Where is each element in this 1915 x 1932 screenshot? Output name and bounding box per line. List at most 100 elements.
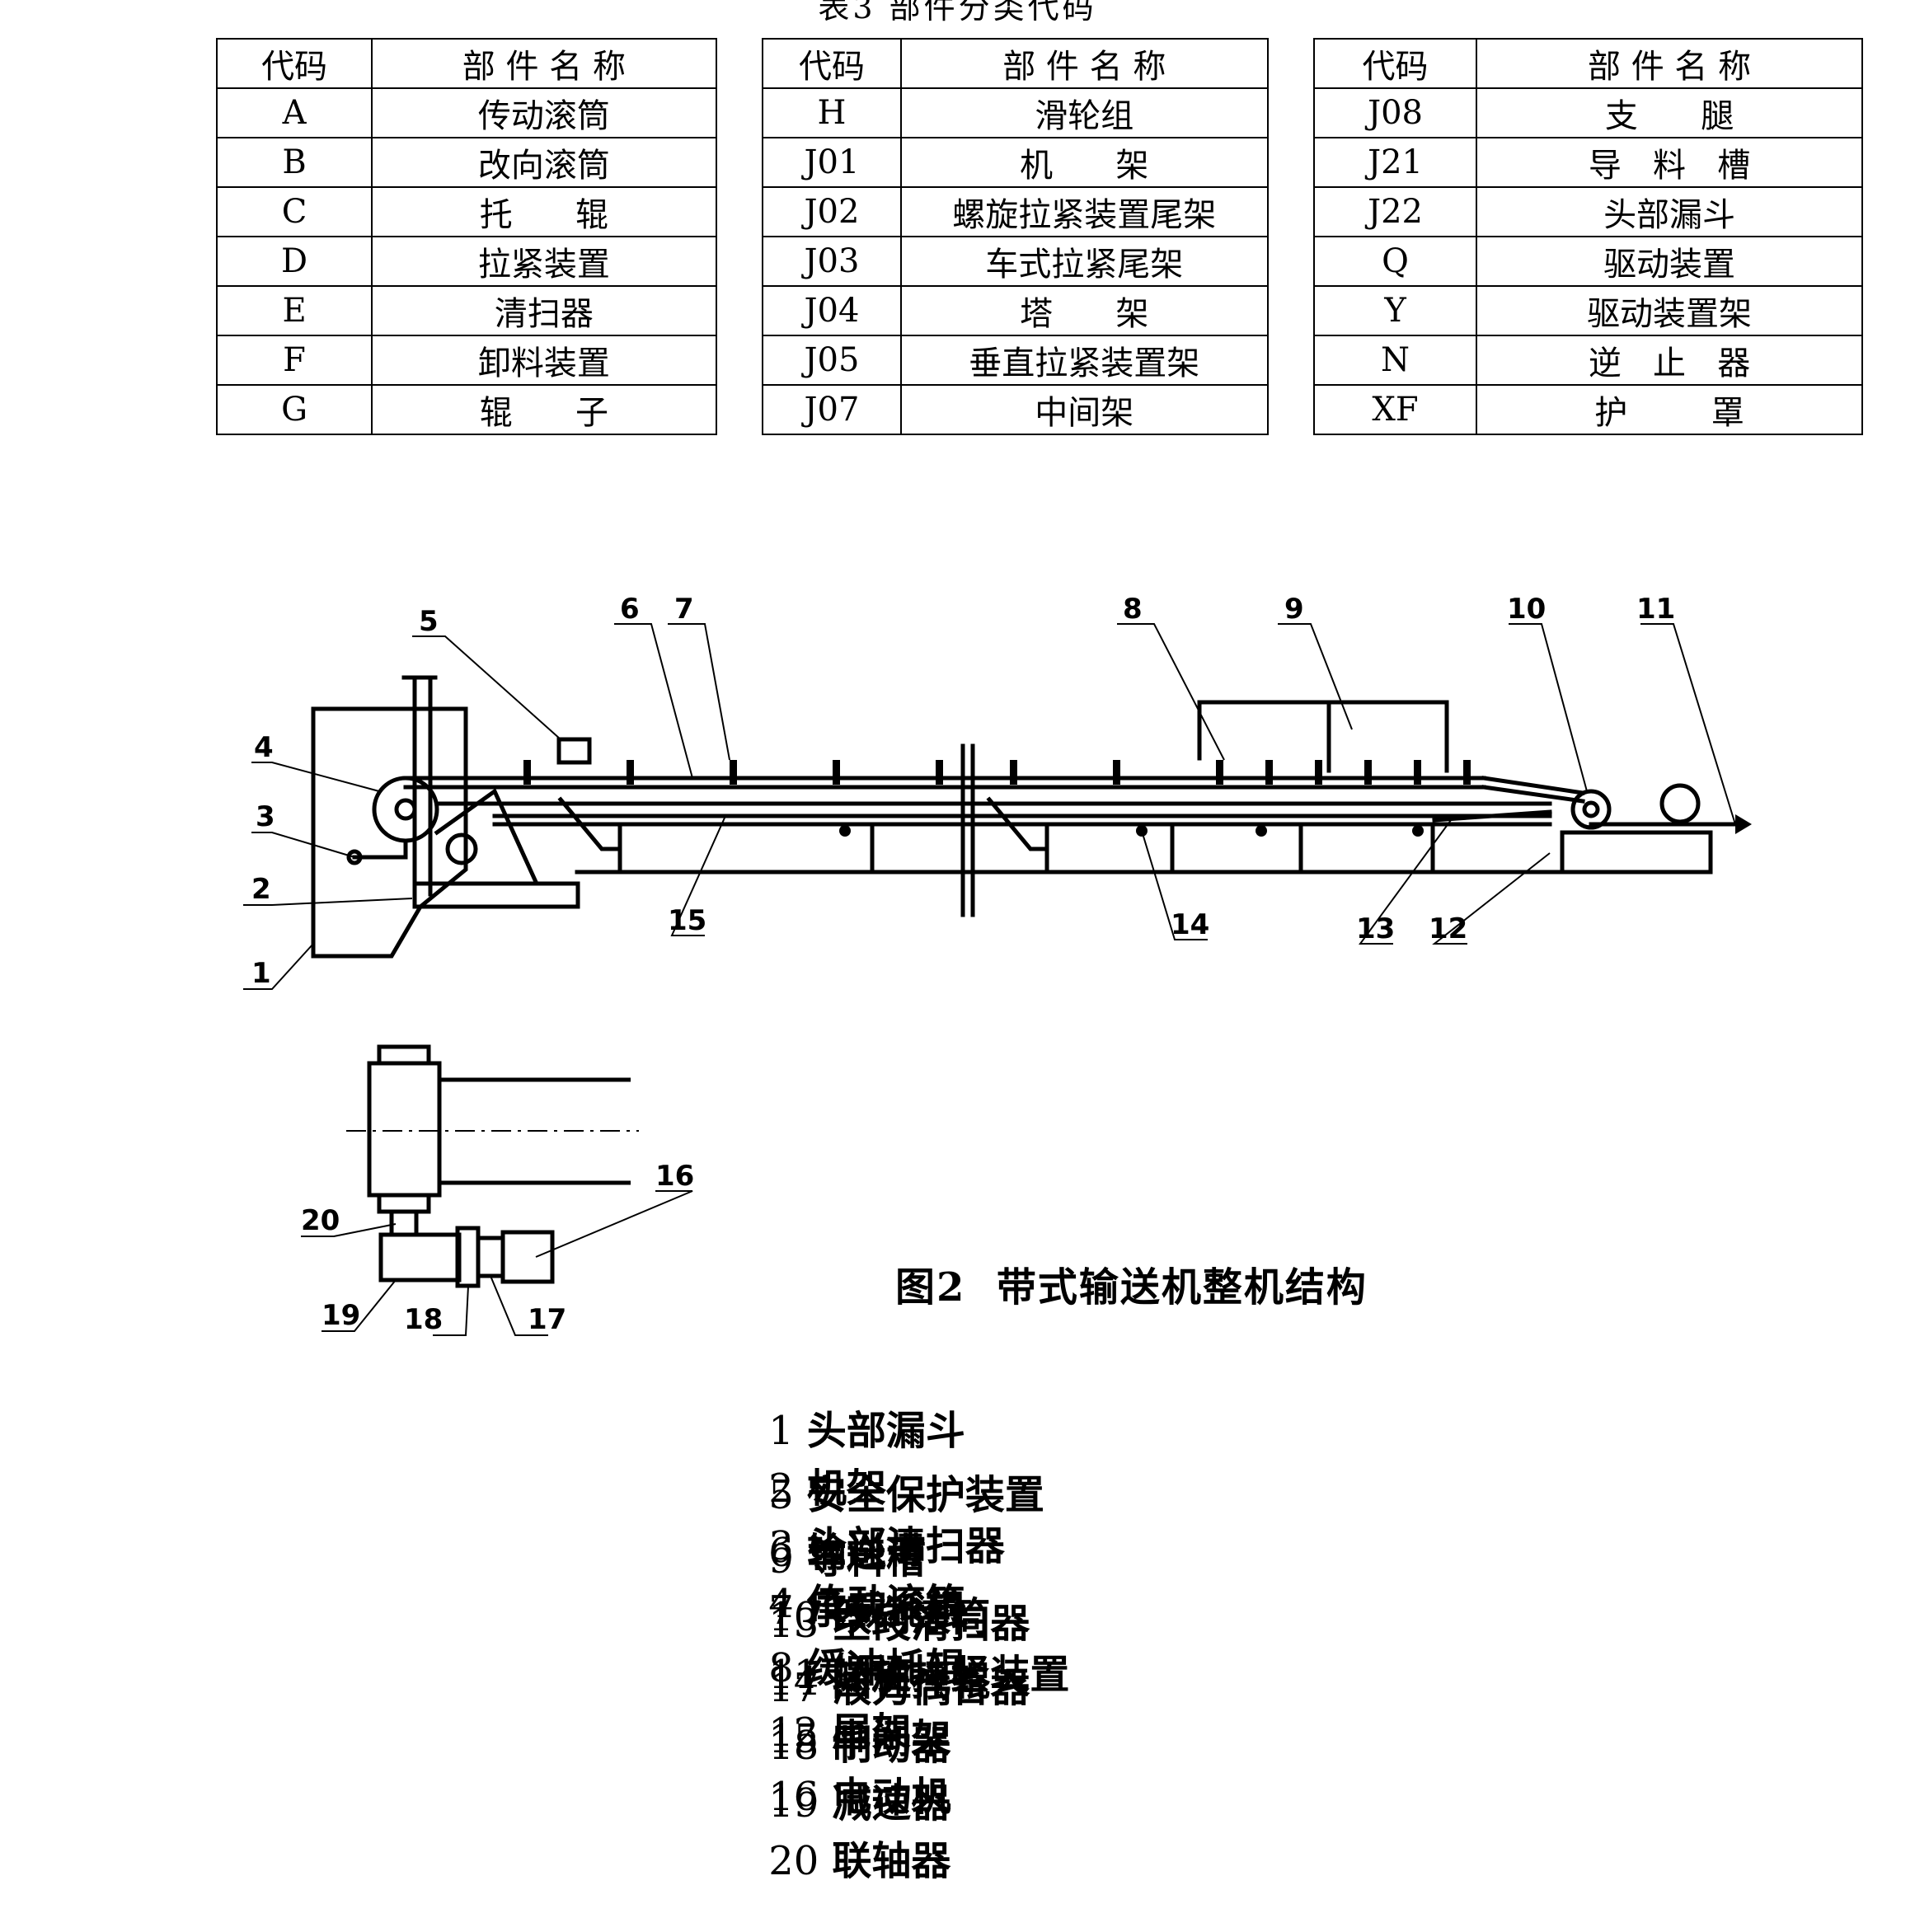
table-row: E 清扫器 J04 塔 架 Y 驱动装置架 — [215, 285, 1863, 336]
head-hopper — [311, 706, 468, 959]
callout-leader — [1509, 623, 1588, 792]
name-cell: 改向滚筒 — [371, 137, 717, 188]
callout-10: 10 — [1507, 593, 1546, 626]
callout-leader — [490, 1275, 548, 1336]
callout-9: 9 — [1284, 593, 1304, 626]
plan-bearing-bottom — [377, 1193, 431, 1214]
table-row: C 托 辊 J02 螺旋拉紧装置尾架 J22 头部漏斗 — [215, 186, 1863, 237]
column-gap — [1266, 385, 1315, 434]
head-brace — [434, 788, 539, 885]
callout-6: 6 — [620, 593, 640, 626]
table-caption: 表3 部件分类代码 — [818, 0, 1097, 26]
buffer-idlers — [1216, 760, 1471, 785]
reducer — [378, 1232, 462, 1283]
code-cell: J04 — [761, 285, 902, 336]
column-gap — [1266, 187, 1315, 237]
name-cell: 头部漏斗 — [1476, 186, 1863, 237]
callout-leader — [1432, 852, 1551, 945]
callout-leader — [535, 1190, 693, 1258]
header-code: 代码 — [1312, 38, 1478, 89]
table-row: F 卸料装置 J05 垂直拉紧装置架 N 逆 止 器 — [215, 335, 1863, 386]
code-cell: N — [1312, 335, 1478, 386]
callout-leader — [668, 623, 730, 761]
empty-section-cleaner — [1432, 809, 1552, 823]
bend-pulley — [1570, 789, 1612, 830]
carrying-idlers — [523, 760, 1120, 785]
name-cell: 滑轮组 — [899, 87, 1269, 138]
code-cell: XF — [1312, 384, 1478, 435]
callout-leader — [433, 1285, 469, 1336]
safety-device — [556, 737, 592, 765]
column-gap — [715, 187, 763, 237]
callout-3: 3 — [256, 800, 275, 833]
callout-leader — [614, 623, 693, 779]
callout-20: 20 — [301, 1204, 340, 1237]
code-cell: J01 — [761, 137, 902, 188]
name-cell: 驱动装置 — [1476, 236, 1863, 287]
callout-4: 4 — [254, 731, 274, 764]
callout-14: 14 — [1171, 908, 1209, 941]
callout-leader — [251, 762, 380, 792]
column-gap — [715, 335, 763, 385]
page: 表3 部件分类代码 代码 部 件 名 称 代码 部 件 名 称 代码 部 件 名… — [215, 0, 1881, 1884]
code-cell: A — [215, 87, 373, 138]
name-cell: 逆 止 器 — [1476, 335, 1863, 386]
header-name: 部 件 名 称 — [371, 38, 717, 89]
code-cell: H — [761, 87, 902, 138]
bend-roller — [445, 832, 478, 865]
name-cell: 导 料 槽 — [1476, 137, 1863, 188]
head-base-frame — [412, 881, 580, 909]
header-name: 部 件 名 称 — [899, 38, 1269, 89]
name-cell: 卸料装置 — [371, 335, 717, 386]
code-cell: G — [215, 384, 373, 435]
code-cell: B — [215, 137, 373, 188]
column-gap — [1266, 39, 1315, 88]
drive-pulley-hub — [394, 798, 417, 821]
coupling — [389, 1209, 419, 1237]
table-header-row: 代码 部 件 名 称 代码 部 件 名 称 代码 部 件 名 称 — [215, 38, 1863, 89]
callout-2: 2 — [251, 873, 271, 906]
callout-leader — [243, 943, 314, 990]
callout-7: 7 — [674, 593, 694, 626]
column-gap — [715, 39, 763, 88]
code-cell: Q — [1312, 236, 1478, 287]
code-cell: J22 — [1312, 186, 1478, 237]
part-code-table: 代码 部 件 名 称 代码 部 件 名 称 代码 部 件 名 称 A 传动滚筒 … — [215, 38, 1863, 435]
callout-1: 1 — [251, 957, 271, 990]
name-cell: 垂直拉紧装置架 — [899, 335, 1269, 386]
code-cell: J07 — [761, 384, 902, 435]
callout-leader — [243, 898, 413, 906]
name-cell: 机 架 — [899, 137, 1269, 188]
callout-11: 11 — [1636, 593, 1675, 626]
take-up-wheel — [1659, 783, 1701, 824]
header-code: 代码 — [761, 38, 902, 89]
conveyor-diagram: 1 2 3 4 5 6 7 8 9 10 11 12 13 14 15 16 1… — [243, 593, 1752, 1336]
header-name: 部 件 名 称 — [1476, 38, 1863, 89]
motor — [500, 1230, 555, 1284]
plan-bearing-top — [377, 1044, 431, 1066]
callout-13: 13 — [1356, 912, 1395, 945]
code-cell: J05 — [761, 335, 902, 386]
tail-frame — [1560, 830, 1713, 875]
name-cell: 车式拉紧尾架 — [899, 236, 1269, 287]
callout-leader — [412, 635, 561, 740]
name-cell: 中间架 — [899, 384, 1269, 435]
code-cell: F — [215, 335, 373, 386]
intermediate-frame — [492, 796, 1552, 875]
plan-drive-pulley — [367, 1061, 442, 1198]
callout-18: 18 — [404, 1303, 443, 1336]
code-cell: J02 — [761, 186, 902, 237]
code-cell: J03 — [761, 236, 902, 287]
